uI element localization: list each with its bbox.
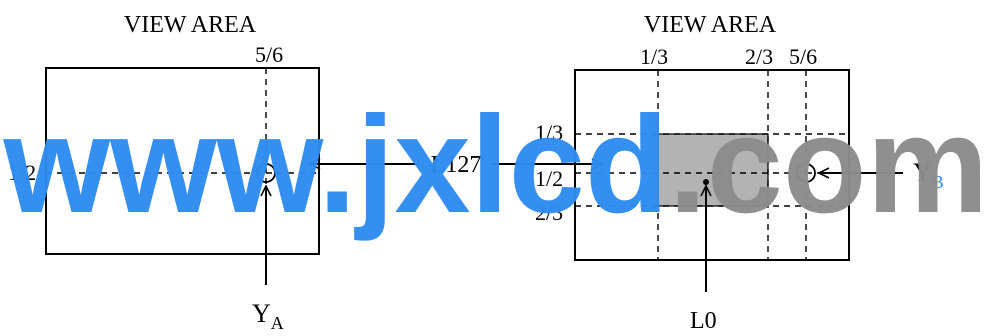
right-vline-label-2-3: 2/3 bbox=[745, 44, 773, 69]
watermark: www.jxlcd.com bbox=[3, 88, 989, 242]
l127-connector: L127 bbox=[310, 152, 602, 178]
left-hline-label: 1/2 bbox=[8, 160, 36, 185]
watermark-text: www.jxlcd.com bbox=[3, 88, 989, 242]
right-vline-label-5-6: 5/6 bbox=[789, 44, 817, 69]
l127-label: L127 bbox=[431, 152, 482, 178]
right-target-point-circle bbox=[796, 163, 816, 183]
left-vline-label: 5/6 bbox=[255, 42, 283, 67]
left-view-area: VIEW AREA 5/6 1/2 YA bbox=[8, 12, 320, 333]
left-target-point-circle bbox=[256, 163, 276, 183]
right-vline-label-1-3: 1/3 bbox=[640, 44, 668, 69]
right-view-area-title: VIEW AREA bbox=[644, 12, 777, 38]
right-hline-label-1-2: 1/2 bbox=[535, 166, 563, 191]
yb-label: YB bbox=[913, 158, 944, 192]
right-view-area: VIEW AREA 1/3 2/3 5/6 1/3 1/2 2/3 YB L0 bbox=[535, 12, 944, 334]
right-hline-label-2-3: 2/3 bbox=[535, 200, 563, 225]
left-view-area-title: VIEW AREA bbox=[124, 12, 257, 38]
center-region-box bbox=[657, 133, 769, 207]
ya-label: YA bbox=[252, 299, 284, 333]
right-hline-label-1-3: 1/3 bbox=[535, 120, 563, 145]
l0-label: L0 bbox=[690, 308, 717, 334]
center-point-dot bbox=[703, 179, 709, 185]
